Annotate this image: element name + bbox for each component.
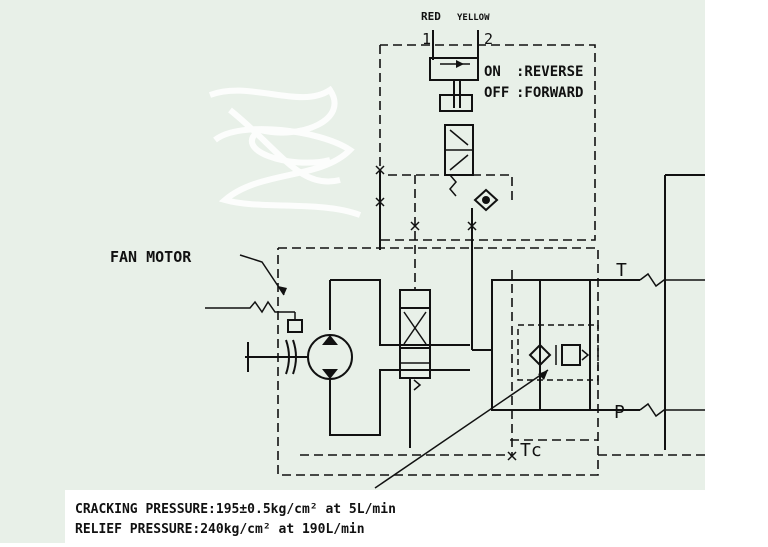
right-margin-band (705, 0, 768, 543)
bottom-band (65, 490, 705, 543)
arrow-head (456, 60, 464, 68)
port-t-label: T (616, 260, 627, 281)
fan-motor-leader (239, 254, 285, 296)
wire1-number: 1 (422, 30, 431, 48)
joint-marks (375, 165, 517, 461)
port-tc-label: Tc (520, 440, 542, 461)
relief-valve-box (517, 324, 599, 381)
right-port-circuit (300, 174, 705, 456)
directional-valve-center (399, 289, 431, 448)
cracking-pressure-text: CRACKING PRESSURE:195±0.5kg/cm² at 5L/mi… (75, 502, 396, 517)
solenoid-valve-upper (444, 124, 499, 212)
relief-check-valve (528, 343, 552, 367)
on-label: ON (484, 64, 501, 80)
fan-motor-label: FAN MOTOR (110, 248, 192, 266)
solenoid-connector (429, 30, 479, 112)
drawing-sheet (65, 0, 705, 490)
wire1-label: RED (421, 10, 441, 23)
spec-leader (374, 369, 549, 489)
off-label: OFF (484, 85, 509, 101)
wire2-label: YELLOW (457, 13, 490, 23)
left-margin-band (0, 0, 65, 543)
relief-pressure-text: RELIEF PRESSURE:240kg/cm² at 190L/min (75, 522, 365, 537)
lower-dashed-enclosure (277, 247, 599, 476)
wire2-number: 2 (484, 30, 493, 48)
fan-motor-circuit (205, 279, 470, 436)
off-value: :FORWARD (516, 85, 583, 101)
scribble-mark (208, 85, 362, 218)
port-p-label: P (614, 402, 625, 423)
on-value: :REVERSE (516, 64, 583, 80)
check-valve-upper (473, 188, 499, 212)
